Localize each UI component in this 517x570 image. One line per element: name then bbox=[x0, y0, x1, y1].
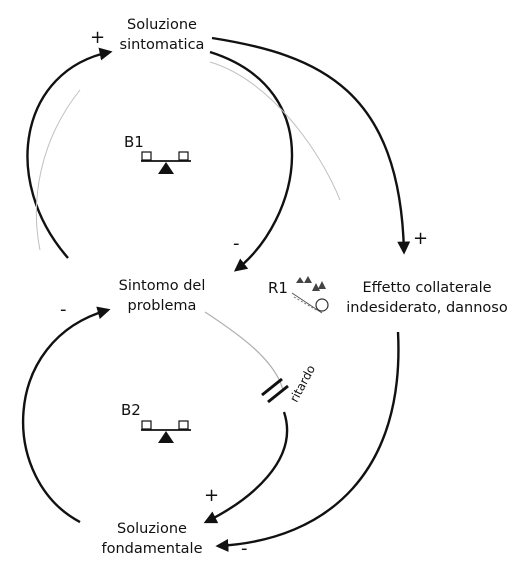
delay-mark-2 bbox=[267, 384, 289, 404]
loop-label-b1: B1 bbox=[124, 133, 144, 151]
link-sintomo-to-fondamentale bbox=[203, 411, 289, 524]
node-sintomo-problema: Sintomo del problema bbox=[118, 278, 206, 314]
link-sintomatica-to-effetto bbox=[211, 36, 411, 255]
node-soluzione-fondamentale: Soluzione fondamentale bbox=[101, 521, 203, 557]
seesaw-icon bbox=[141, 420, 191, 443]
link-sintomo-to-sintomatica bbox=[26, 47, 113, 259]
loop-label-r1: R1 bbox=[268, 279, 288, 297]
snowball-icon bbox=[291, 276, 329, 314]
polarity-sintomatica-to-sintomo: - bbox=[233, 233, 240, 254]
node-soluzione-sintomatica: Soluzione sintomatica bbox=[119, 17, 205, 53]
node-effetto-collaterale: Effetto collaterale indesiderato, dannos… bbox=[346, 280, 508, 316]
link-sintomatica-to-sintomo bbox=[209, 50, 294, 272]
polarity-sintomo-to-sintomatica: + bbox=[90, 27, 106, 48]
link-effetto-to-fondamentale bbox=[215, 331, 400, 552]
seesaw-icon bbox=[141, 151, 191, 174]
polarity-sintomo-to-fondamentale: + bbox=[204, 485, 220, 506]
loop-label-b2: B2 bbox=[121, 401, 141, 419]
polarity-effetto-to-fondamentale: - bbox=[241, 538, 248, 559]
delay-mark-1 bbox=[261, 377, 283, 397]
link-fondamentale-to-sintomo bbox=[21, 306, 111, 524]
polarity-fondamentale-to-sintomo: - bbox=[60, 299, 67, 320]
polarity-sintomatica-to-effetto: + bbox=[413, 228, 429, 249]
